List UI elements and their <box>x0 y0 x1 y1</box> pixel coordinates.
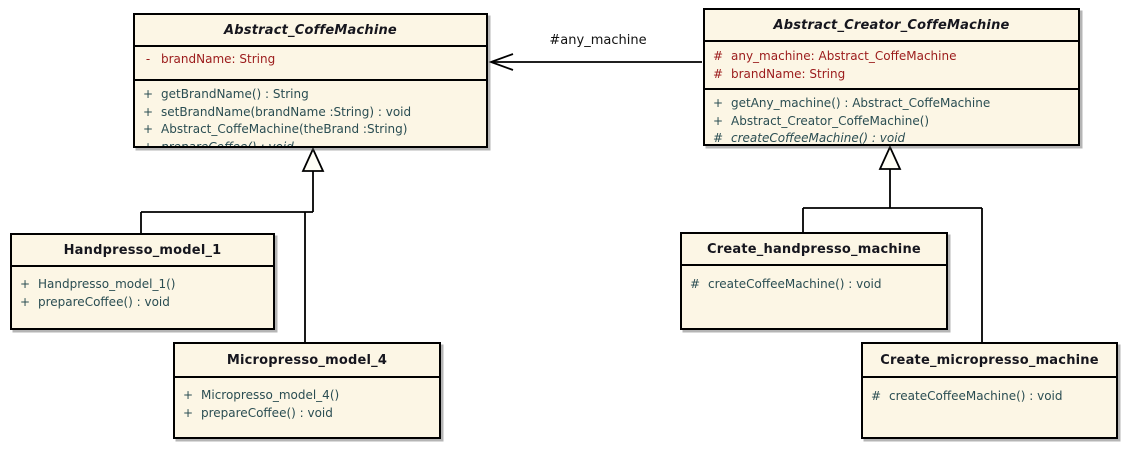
visibility-symbol: # <box>712 49 724 63</box>
method-text: createCoffeeMachine() : void <box>708 277 882 291</box>
method-text: setBrandName(brandName :String) : void <box>161 104 412 119</box>
methods-compartment: # createCoffeeMachine() : void <box>682 264 946 328</box>
method-row: + prepareCoffee() : void <box>12 294 273 312</box>
visibility-symbol: + <box>19 294 31 309</box>
methods-compartment: + Handpresso_model_1() + prepareCoffee()… <box>12 265 273 328</box>
class-title: Handpresso_model_1 <box>63 242 222 258</box>
class-abstract-coffemachine: Abstract_CoffeMachine - brandName: Strin… <box>133 13 488 148</box>
attribute-text: brandName: String <box>161 52 276 66</box>
method-text: prepareCoffee() : void <box>201 405 333 420</box>
methods-compartment: # createCoffeeMachine() : void <box>863 376 1116 437</box>
methods-compartment: + getAny_machine() : Abstract_CoffeMachi… <box>705 88 1078 144</box>
visibility-symbol: # <box>712 66 724 81</box>
attribute-text: brandName: String <box>731 66 846 81</box>
visibility-symbol: + <box>135 139 161 147</box>
class-create-handpresso-machine: Create_handpresso_machine # createCoffee… <box>680 232 948 330</box>
method-text: prepareCoffee() : void <box>161 139 294 147</box>
attribute-row: # any_machine: Abstract_CoffeMachine <box>705 48 1078 66</box>
method-text: createCoffeeMachine() : void <box>889 389 1063 403</box>
method-text: prepareCoffee() : void <box>38 294 170 309</box>
methods-compartment: + Micropresso_model_4() + prepareCoffee(… <box>175 376 439 437</box>
class-title: Micropresso_model_4 <box>226 352 388 368</box>
class-create-micropresso-machine: Create_micropresso_machine # createCoffe… <box>861 342 1118 439</box>
attribute-row: # brandName: String <box>705 66 1078 84</box>
visibility-symbol: + <box>182 388 194 402</box>
attribute-text: any_machine: Abstract_CoffeMachine <box>731 49 957 63</box>
visibility-symbol: + <box>142 122 154 136</box>
class-handpresso-model-1: Handpresso_model_1 + Handpresso_model_1(… <box>10 233 275 330</box>
association-label-any-machine: #any_machine <box>549 33 647 48</box>
method-text: Abstract_Creator_CoffeMachine() <box>731 113 930 128</box>
class-title: Create_handpresso_machine <box>707 241 921 257</box>
association-any-machine-arrow <box>488 53 702 71</box>
method-text: Micropresso_model_4() <box>201 388 340 402</box>
method-row: + prepareCoffee() : void <box>175 405 439 423</box>
visibility-symbol: + <box>182 405 194 420</box>
method-text: Abstract_CoffeMachine(theBrand :String) <box>161 122 408 136</box>
method-row: # createCoffeeMachine() : void <box>863 388 1116 406</box>
class-title: Abstract_CoffeMachine <box>224 22 397 38</box>
method-text: getBrandName() : String <box>161 87 309 101</box>
visibility-symbol: # <box>712 131 724 144</box>
method-row: + Handpresso_model_1() <box>12 276 273 294</box>
visibility-symbol: # <box>689 277 701 291</box>
class-title: Create_micropresso_machine <box>880 352 1099 368</box>
method-row: + setBrandName(brandName :String) : void <box>135 104 486 122</box>
method-text: createCoffeeMachine() : void <box>731 131 906 144</box>
method-row: # createCoffeeMachine() : void <box>682 276 946 294</box>
class-title: Abstract_Creator_CoffeMachine <box>773 17 1010 33</box>
class-abstract-creator-coffemachine: Abstract_Creator_CoffeMachine # any_mach… <box>703 8 1080 146</box>
visibility-symbol: + <box>142 104 154 119</box>
visibility-symbol: + <box>712 96 724 110</box>
method-row: + getBrandName() : String <box>135 86 486 104</box>
attributes-compartment: # any_machine: Abstract_CoffeMachine # b… <box>705 40 1078 88</box>
method-row: + getAny_machine() : Abstract_CoffeMachi… <box>705 95 1078 113</box>
class-micropresso-model-4: Micropresso_model_4 + Micropresso_model_… <box>173 342 441 439</box>
method-row: + Abstract_CoffeMachine(theBrand :String… <box>135 121 486 139</box>
attribute-row: - brandName: String <box>135 51 486 69</box>
method-row-abstract: + prepareCoffee() : void <box>135 139 486 147</box>
method-row-abstract: # createCoffeeMachine() : void <box>705 130 1078 144</box>
method-row: + Micropresso_model_4() <box>175 387 439 405</box>
visibility-symbol: # <box>870 389 882 403</box>
visibility-symbol: - <box>145 52 151 66</box>
method-row: + Abstract_Creator_CoffeMachine() <box>705 113 1078 131</box>
visibility-symbol: + <box>19 277 31 291</box>
attributes-compartment: - brandName: String <box>135 45 486 79</box>
visibility-symbol: + <box>142 87 154 101</box>
method-text: Handpresso_model_1() <box>38 277 176 291</box>
visibility-symbol: + <box>712 113 724 128</box>
methods-compartment: + getBrandName() : String + setBrandName… <box>135 79 486 146</box>
method-text: getAny_machine() : Abstract_CoffeMachine <box>731 96 991 110</box>
